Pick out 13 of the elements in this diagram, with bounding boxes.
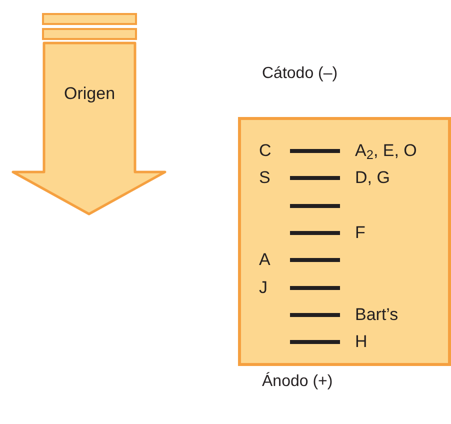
band-label: Bart’s xyxy=(355,306,398,323)
band-label: C xyxy=(259,142,272,159)
band-label: H xyxy=(355,333,368,350)
electrode-label: Ánodo (+) xyxy=(262,374,333,390)
gel-panel xyxy=(238,117,451,366)
band-label: F xyxy=(355,224,366,241)
electrode-label: Cátodo (–) xyxy=(262,66,338,82)
origin-label: Origen xyxy=(64,85,116,102)
band-label: A$_{2}$, E, O xyxy=(355,142,417,159)
band-label: S xyxy=(259,169,270,186)
band-label: D, G xyxy=(355,169,390,186)
band-label: J xyxy=(259,278,268,296)
band-label: A xyxy=(259,251,270,268)
